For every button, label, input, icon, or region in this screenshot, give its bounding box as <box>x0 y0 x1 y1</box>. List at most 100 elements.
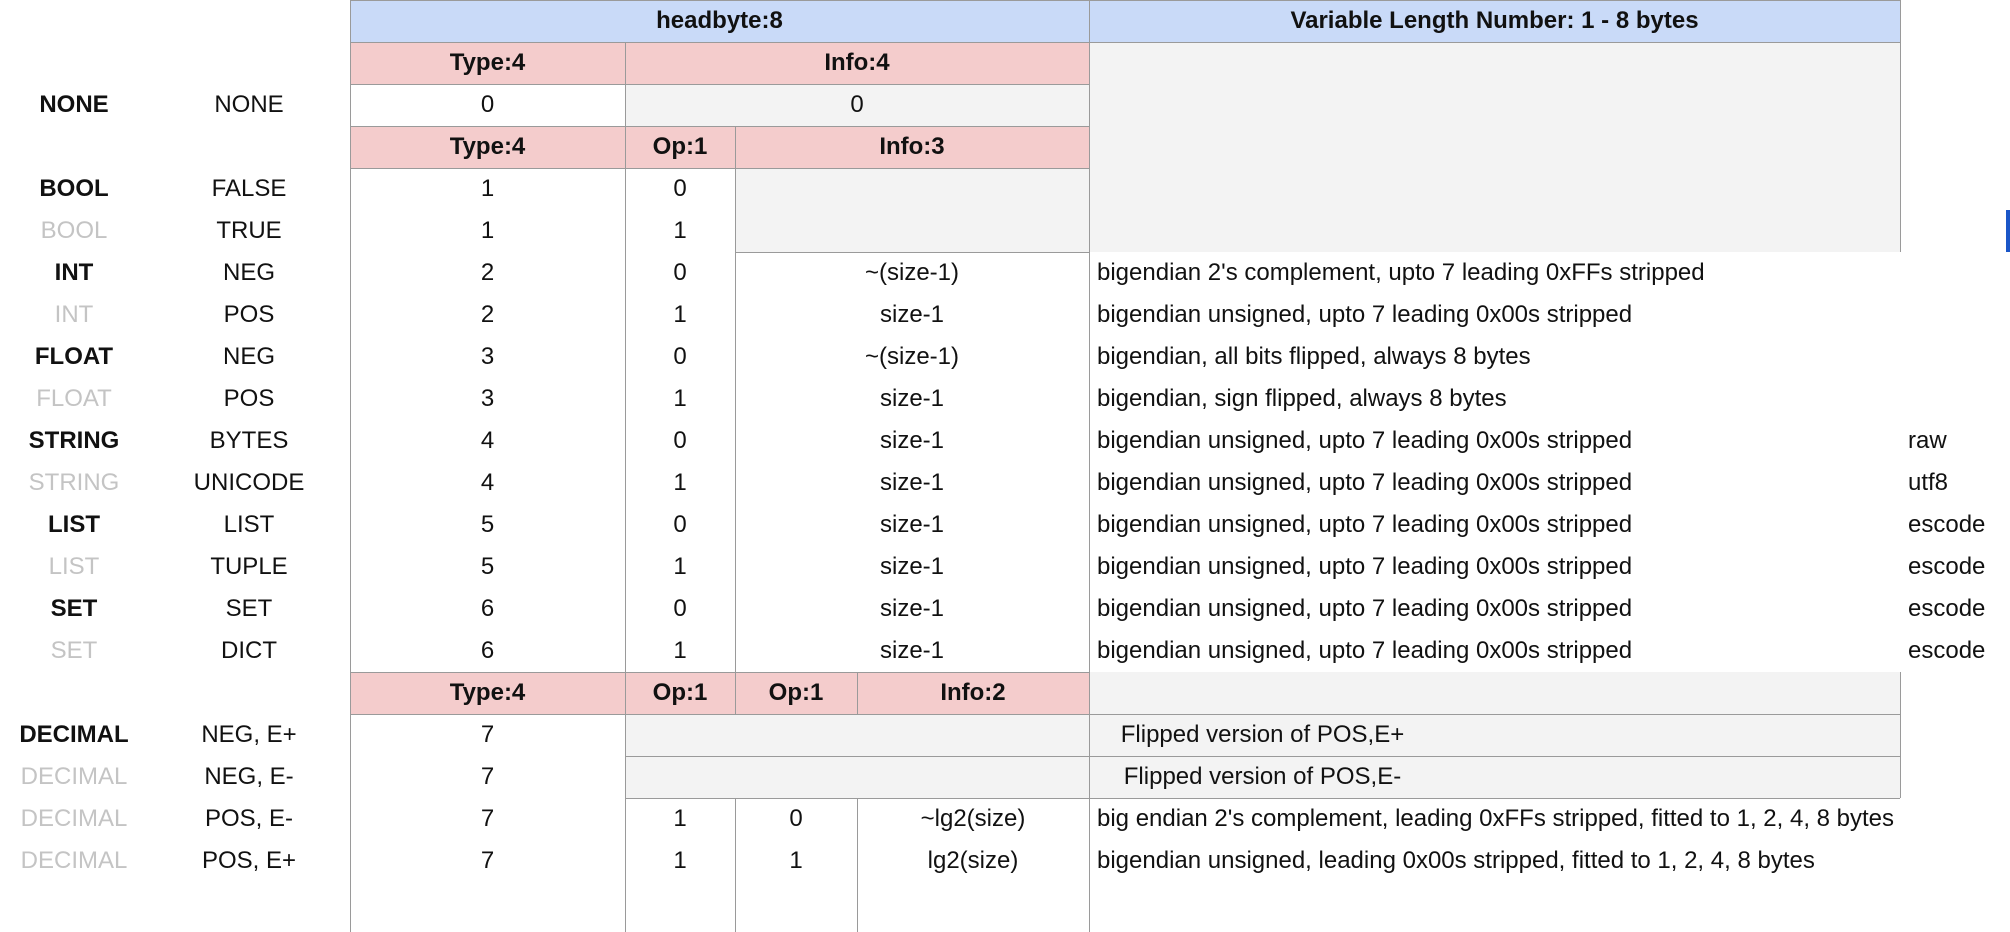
subtype-name: POS <box>223 301 275 328</box>
grid-line <box>350 672 1089 673</box>
info-value: size-1 <box>879 595 945 622</box>
info-header: Info:2 <box>857 672 1089 714</box>
type-value: 7 <box>480 721 495 748</box>
grid-line <box>735 252 1089 253</box>
length-description: bigendian unsigned, upto 7 leading 0x00s… <box>1097 511 1633 538</box>
type-name: LIST <box>48 511 100 538</box>
op-value: 0 <box>673 595 687 622</box>
info-value: size-1 <box>879 637 945 664</box>
type-value: 6 <box>480 637 495 664</box>
info-value: ~(size-1) <box>864 343 960 370</box>
subtype-name: UNICODE <box>193 469 305 496</box>
subtype-name: POS, E- <box>204 805 294 832</box>
reserved-region <box>1089 672 1900 714</box>
grid-line <box>625 756 1900 757</box>
grid-line <box>735 672 736 714</box>
op-value: 1 <box>673 469 687 496</box>
type-name: STRING <box>28 469 120 496</box>
subtype-name: TUPLE <box>210 553 288 580</box>
grid-line <box>857 798 858 932</box>
type-name: STRING <box>28 427 120 454</box>
subtype-name: NEG <box>222 343 275 370</box>
grid-line <box>350 0 1900 1</box>
info-value: size-1 <box>879 301 945 328</box>
info-value: lg2(size) <box>927 847 1019 874</box>
grid-line <box>857 672 858 714</box>
subtype-name: POS, E+ <box>201 847 297 874</box>
op-value: 0 <box>673 343 687 370</box>
grid-line <box>1900 0 1901 252</box>
type-value: 7 <box>480 763 495 790</box>
grid-line <box>350 714 1900 715</box>
length-description: bigendian unsigned, upto 7 leading 0x00s… <box>1097 595 1633 622</box>
payload-encoding: escode <box>1908 553 1986 580</box>
varlen-header: Variable Length Number: 1 - 8 bytes <box>1089 0 1900 42</box>
op-value: 0 <box>673 259 687 286</box>
grid-line <box>735 168 736 672</box>
info-value: size-1 <box>879 553 945 580</box>
grid-line <box>1900 672 1901 798</box>
payload-encoding: utf8 <box>1908 469 1949 496</box>
subtype-name: NONE <box>214 91 284 118</box>
info-value: size-1 <box>879 469 945 496</box>
grid-line <box>350 42 1900 43</box>
info-value: size-1 <box>879 427 945 454</box>
type-value: 3 <box>480 385 495 412</box>
grid-line <box>350 168 1089 169</box>
none-info-bg <box>625 84 1089 126</box>
length-description: bigendian unsigned, upto 7 leading 0x00s… <box>1097 553 1633 580</box>
op-value: 1 <box>673 217 687 244</box>
info-value: ~lg2(size) <box>920 805 1026 832</box>
merged-row-bg <box>625 756 1900 798</box>
type-name: SET <box>50 595 98 622</box>
payload-encoding: raw <box>1908 427 1947 454</box>
type-header: Type:4 <box>350 672 625 714</box>
type-value: 5 <box>480 511 495 538</box>
op-value: 1 <box>673 301 687 328</box>
length-description: bigendian unsigned, leading 0x00s stripp… <box>1097 847 1815 874</box>
selection-edge-marker <box>2006 210 2010 252</box>
info-value: 0 <box>850 91 864 118</box>
op-header: Op:1 <box>625 672 735 714</box>
payload-encoding: escode <box>1908 511 1986 538</box>
type-name: NONE <box>39 91 109 118</box>
info-value: size-1 <box>879 511 945 538</box>
length-description: big endian 2's complement, leading 0xFFs… <box>1097 805 1895 832</box>
merged-note: Flipped version of POS,E- <box>1123 763 1402 790</box>
type-value: 3 <box>480 343 495 370</box>
type-name: BOOL <box>39 175 109 202</box>
type-name: DECIMAL <box>20 805 128 832</box>
info-header: Info:4 <box>625 42 1089 84</box>
grid-line <box>735 126 736 168</box>
op-value: 1 <box>673 385 687 412</box>
subtype-name: NEG, E+ <box>201 721 297 748</box>
op-value: 0 <box>673 511 687 538</box>
op-value: 0 <box>789 805 803 832</box>
type-value: 6 <box>480 595 495 622</box>
length-description: bigendian unsigned, upto 7 leading 0x00s… <box>1097 427 1633 454</box>
subtype-name: DICT <box>221 637 277 664</box>
type-name: BOOL <box>40 217 108 244</box>
merged-note: Flipped version of POS,E+ <box>1120 721 1405 748</box>
subtype-name: FALSE <box>211 175 287 202</box>
type-name: INT <box>54 301 94 328</box>
merged-row-bg <box>625 714 1900 756</box>
subtype-name: NEG <box>222 259 275 286</box>
subtype-name: SET <box>225 595 273 622</box>
grid-line <box>350 84 1089 85</box>
type-name: INT <box>54 259 94 286</box>
type-value: 5 <box>480 553 495 580</box>
length-description: bigendian 2's complement, upto 7 leading… <box>1097 259 1705 286</box>
type-value: 4 <box>480 427 495 454</box>
type-value: 1 <box>480 175 495 202</box>
subtype-name: TRUE <box>216 217 282 244</box>
subtype-name: BYTES <box>209 427 289 454</box>
info-value: ~(size-1) <box>864 259 960 286</box>
length-description: bigendian, all bits flipped, always 8 by… <box>1097 343 1531 370</box>
grid-line <box>625 42 626 932</box>
payload-encoding: escode <box>1908 595 1986 622</box>
op-value: 0 <box>673 175 687 202</box>
grid-line <box>735 798 736 932</box>
type-name: DECIMAL <box>20 847 128 874</box>
